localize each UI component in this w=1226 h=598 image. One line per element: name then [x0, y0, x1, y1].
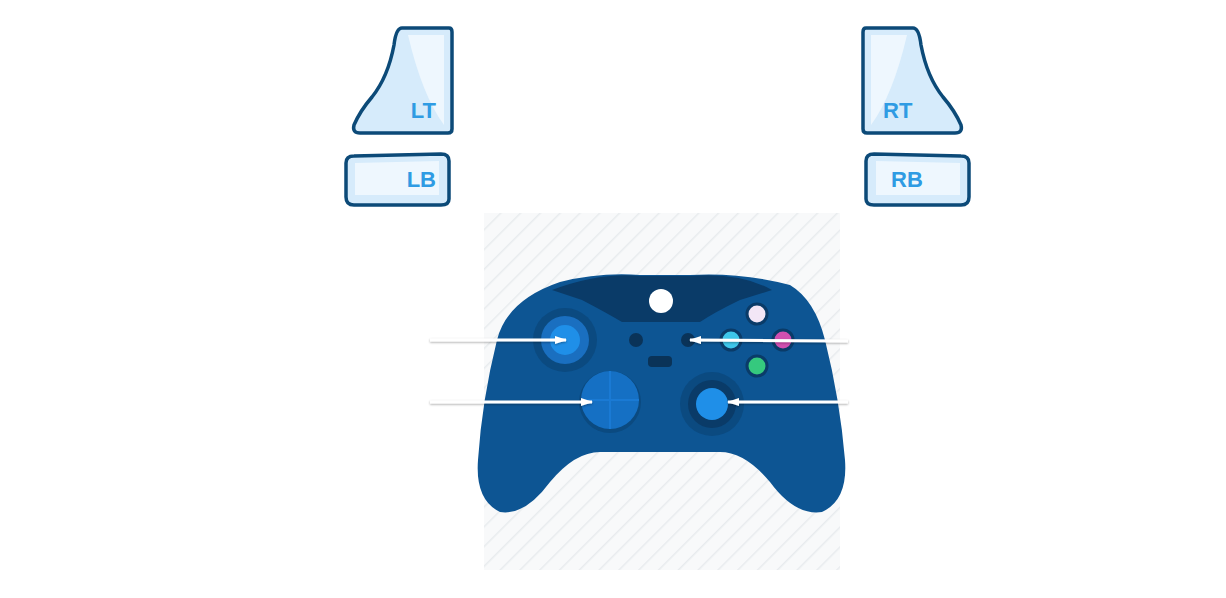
button-label: LB: [407, 169, 436, 191]
left-bumper: LB: [341, 151, 454, 209]
button-label: RT: [883, 100, 912, 122]
button-outline: [341, 151, 454, 209]
button-label: LT: [411, 100, 436, 122]
controller-body: [478, 274, 846, 512]
controller-top: [552, 275, 772, 322]
right-bumper: RB: [861, 151, 974, 209]
pointer-arrows: [430, 340, 848, 402]
right-trigger: RT: [861, 25, 963, 136]
left-trigger: LT: [352, 25, 454, 136]
guide-button: [649, 289, 673, 313]
button-label: RB: [891, 169, 923, 191]
button-outline: [352, 25, 454, 136]
